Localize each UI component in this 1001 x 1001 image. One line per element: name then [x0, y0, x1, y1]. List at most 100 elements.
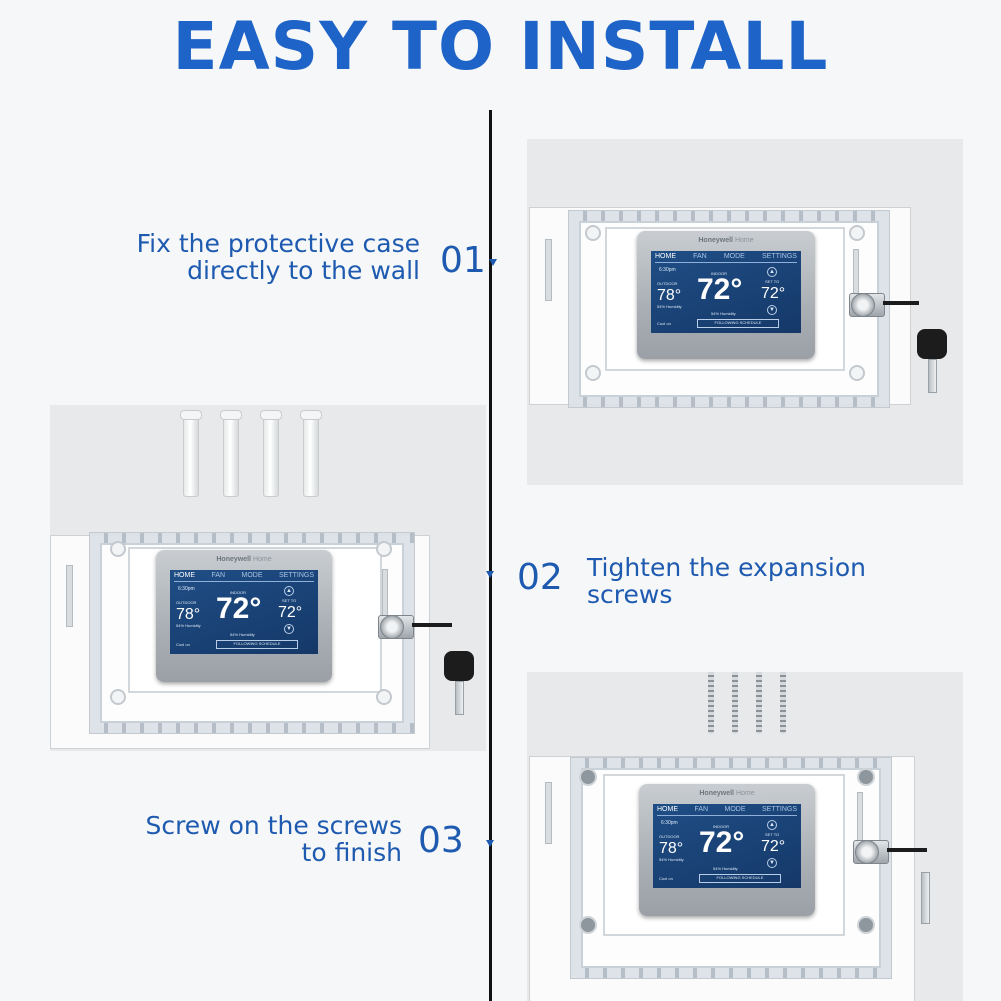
thermostat-time: 6:30pm — [178, 586, 195, 592]
thermostat-nav: HOME FAN MODE SETTINGS — [651, 251, 801, 260]
thermostat-screen: HOME FAN MODE SETTINGS 6:30pm OUTDOOR 78… — [653, 804, 801, 888]
nav-underline — [655, 262, 797, 263]
outdoor-label: OUTDOOR — [176, 600, 197, 605]
thermostat-brand: Honeywell Home — [637, 237, 815, 244]
nav-mode: MODE — [724, 806, 746, 813]
temp-up-icon: ▲ — [767, 267, 777, 277]
outdoor-label: OUTDOOR — [657, 281, 678, 286]
set-temp: 72° — [278, 604, 303, 621]
humidity-small: 54% Humidity — [657, 304, 682, 309]
set-temp: 72° — [761, 838, 786, 855]
step-1-line-2: directly to the wall — [187, 256, 420, 285]
wood-screw-icon — [773, 672, 793, 742]
key-blade-icon — [928, 359, 937, 393]
schedule-badge: FOLLOWING SCHEDULE — [697, 319, 779, 328]
nav-underline — [174, 581, 314, 582]
set-temp: 72° — [761, 285, 786, 302]
nav-underline — [657, 815, 797, 816]
indoor-label: INDOOR — [713, 824, 729, 829]
step-3-pointer-icon — [486, 840, 494, 847]
mount-hole — [376, 541, 392, 557]
case-hinge — [66, 565, 73, 627]
thermostat: Honeywell Home HOME FAN MODE SETTINGS 6:… — [637, 231, 815, 359]
step-2-caption: Tighten the expansion screws — [587, 554, 907, 608]
mount-hole — [376, 689, 392, 705]
indoor-temp: 72° — [216, 592, 262, 625]
center-divider — [489, 110, 492, 1001]
wall-anchor-icon — [300, 410, 322, 497]
step-1-pointer-icon — [489, 259, 497, 266]
step-1-line-1: Fix the protective case — [136, 229, 420, 258]
nav-mode: MODE — [723, 253, 745, 260]
brand-suffix: Home — [735, 790, 755, 797]
nav-home: HOME — [174, 572, 195, 579]
lock-face-icon — [855, 840, 879, 864]
mount-hole — [110, 689, 126, 705]
humidity-small: 54% Humidity — [176, 623, 201, 628]
brand-suffix: Home — [734, 237, 754, 244]
schedule-badge: FOLLOWING SCHEDULE — [699, 874, 781, 883]
mode-status: Cool on — [176, 642, 190, 647]
temp-down-icon: ▼ — [767, 858, 777, 868]
thermostat: Honeywell Home HOME FAN MODE SETTINGS 6:… — [639, 784, 815, 916]
wall-anchor-icon — [260, 410, 282, 497]
case-hinge — [545, 239, 552, 301]
mount-hole — [585, 225, 601, 241]
nav-home: HOME — [657, 806, 678, 813]
indoor-temp: 72° — [697, 273, 743, 306]
lock-face-icon — [380, 615, 404, 639]
step-3-number: 03 — [418, 820, 464, 861]
key-icon — [444, 651, 474, 681]
case-hinge — [545, 782, 552, 844]
thermostat-screen: HOME FAN MODE SETTINGS 6:30pm OUTDOOR 78… — [170, 570, 318, 654]
thermostat-screen: HOME FAN MODE SETTINGS 6:30pm OUTDOOR 78… — [651, 251, 801, 333]
brand-name: Honeywell — [216, 556, 251, 563]
step-2-pointer-icon — [486, 571, 494, 578]
wood-screw-icon — [749, 672, 769, 742]
mode-status: Cool on — [657, 321, 671, 326]
humidity-small: 54% Humidity — [659, 857, 684, 862]
screw-head-icon — [857, 768, 875, 786]
temp-down-icon: ▼ — [284, 624, 294, 634]
step-1-photo: Honeywell Home HOME FAN MODE SETTINGS 6:… — [527, 139, 963, 485]
step-1-caption: Fix the protective case directly to the … — [100, 230, 420, 284]
key-ring — [412, 623, 452, 627]
step-3-line-2: to finish — [301, 838, 402, 867]
key-icon — [917, 329, 947, 359]
thermostat-nav: HOME FAN MODE SETTINGS — [653, 804, 801, 813]
outdoor-temp: 78° — [657, 287, 682, 304]
step-3-line-1: Screw on the screws — [145, 811, 402, 840]
brand-name: Honeywell — [699, 790, 734, 797]
nav-mode: MODE — [241, 572, 263, 579]
key-ring — [883, 301, 919, 305]
mount-hole — [110, 541, 126, 557]
schedule-badge: FOLLOWING SCHEDULE — [216, 640, 298, 649]
step-3-photo: Honeywell Home HOME FAN MODE SETTINGS 6:… — [527, 672, 963, 1001]
indoor-label: INDOOR — [711, 271, 727, 276]
screw-head-icon — [857, 916, 875, 934]
mount-hole — [849, 225, 865, 241]
thermostat-brand: Honeywell Home — [639, 790, 815, 797]
nav-settings: SETTINGS — [761, 806, 797, 813]
indoor-temp: 72° — [699, 826, 745, 859]
outdoor-label: OUTDOOR — [659, 834, 680, 839]
screw-head-icon — [579, 916, 597, 934]
wall-anchor-icon — [220, 410, 242, 497]
thermostat: Honeywell Home HOME FAN MODE SETTINGS 6:… — [156, 550, 332, 682]
lock-rod — [853, 249, 859, 299]
humidity: 54% Humidity — [713, 866, 738, 871]
nav-fan: FAN — [693, 253, 707, 260]
lock-rod — [857, 792, 863, 844]
temp-up-icon: ▲ — [284, 586, 294, 596]
indoor-label: INDOOR — [230, 590, 246, 595]
step-3-caption: Screw on the screws to finish — [80, 812, 402, 866]
setto-label: SET TO — [282, 598, 297, 603]
thermostat-time: 6:30pm — [661, 820, 678, 826]
nav-settings: SETTINGS — [761, 253, 797, 260]
page-title: EASY TO INSTALL — [172, 8, 829, 85]
screw-head-icon — [579, 768, 597, 786]
humidity: 54% Humidity — [711, 311, 736, 316]
step-1-number: 01 — [440, 240, 486, 281]
lock-face-icon — [851, 293, 875, 317]
step-2-photo: Honeywell Home HOME FAN MODE SETTINGS 6:… — [50, 405, 486, 751]
